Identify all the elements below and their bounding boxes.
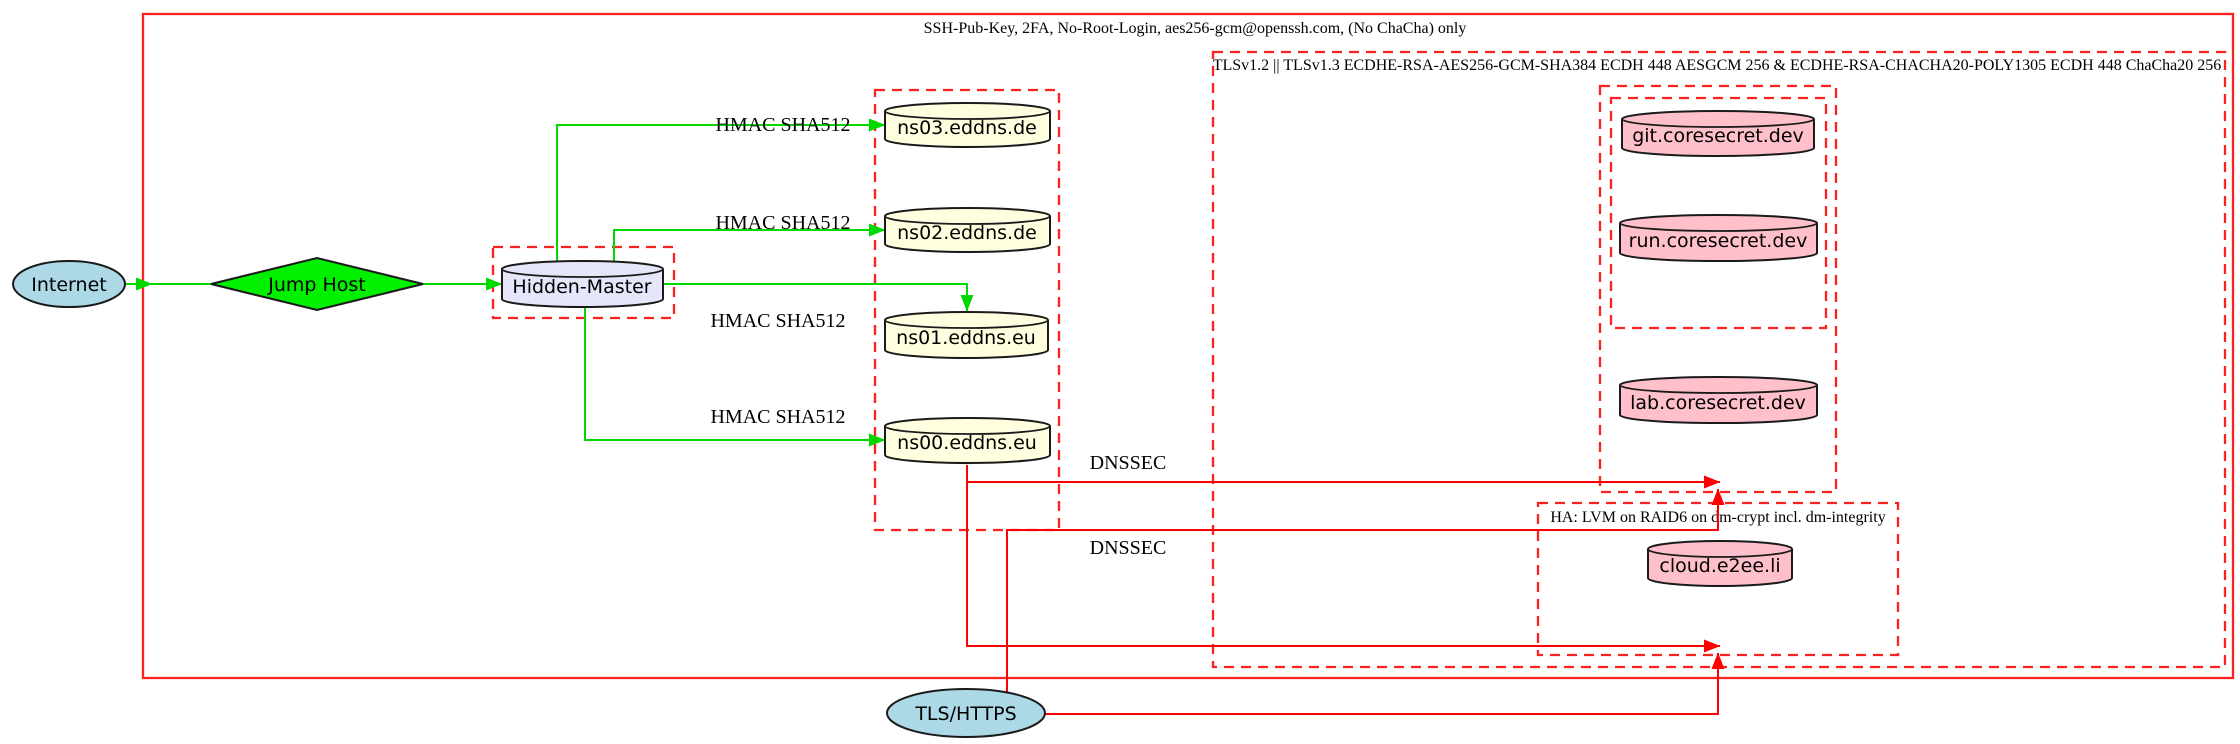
cylinder-body [884,311,1049,359]
ns03-node: ns03.eddns.de [884,102,1051,148]
edge-hiddenmaster-ns01 [663,283,974,312]
ns00-node: ns00.eddns.eu [884,417,1051,464]
edge-label-dnssec-1: DNSSEC [1090,452,1167,474]
cylinder-top-arc [884,319,1049,329]
cylinder-top-arc [884,110,1051,120]
lab-label: lab.coresecret.dev [1630,392,1806,414]
cylinder-top-arc [884,215,1051,225]
cylinder-top-arc [884,425,1051,435]
cylinder-body [1647,540,1793,587]
edge-hiddenmaster-ns02 [613,223,886,262]
lab-node: lab.coresecret.dev [1619,376,1818,424]
run-label: run.coresecret.dev [1629,230,1808,252]
cloud-label: cloud.e2ee.li [1659,555,1780,577]
cluster-tls-label: TLSv1.2 || TLSv1.3 ECDHE-RSA-AES256-GCM-… [1213,57,2222,74]
jump-host-diamond [210,256,424,312]
ns01-label: ns01.eddns.eu [896,327,1036,349]
cylinder-body [1621,110,1815,157]
cloud-node: cloud.e2ee.li [1647,540,1793,587]
ns02-label: ns02.eddns.de [897,222,1037,244]
internet-node: Internet [12,260,126,308]
edge-dnssec-coresecret [966,465,1721,489]
edge-label-hmac-ns03: HMAC SHA512 [715,114,850,136]
edge-label-dnssec-2: DNSSEC [1090,537,1167,559]
git-node: git.coresecret.dev [1621,110,1815,157]
edge-tls-coresecret [1006,488,1725,693]
internet-label: Internet [31,274,106,296]
edge-label-hmac-ns02: HMAC SHA512 [715,212,850,234]
ns02-node: ns02.eddns.de [884,207,1051,253]
cluster-coresecret-inner [1609,96,1828,330]
cylinder-body [1619,376,1818,424]
ns00-label: ns00.eddns.eu [897,432,1037,454]
jump-host-node: Jump Host [210,256,424,312]
run-node: run.coresecret.dev [1619,214,1818,262]
cylinder-body [1619,214,1818,262]
edge-dnssec-ha [966,482,1721,653]
edge-tls-ha [1044,652,1725,715]
tls-https-label: TLS/HTTPS [914,703,1016,725]
ns01-node: ns01.eddns.eu [884,311,1049,359]
hidden-master-label: Hidden-Master [512,276,651,298]
edge-label-hmac-ns01: HMAC SHA512 [710,310,845,332]
cluster-coresecret-outer [1598,84,1838,494]
cylinder-top-arc [1619,222,1818,232]
tls-https-ellipse [886,688,1046,738]
ns03-label: ns03.eddns.de [897,117,1037,139]
internet-ellipse [12,260,126,308]
cylinder-body [884,417,1051,464]
git-label: git.coresecret.dev [1632,125,1804,147]
edge-hiddenmaster-ns03 [556,118,886,262]
edge-label-hmac-ns00: HMAC SHA512 [710,406,845,428]
cylinder-top-arc [501,268,664,278]
cluster-ssh [141,12,2235,680]
cylinder-body [884,207,1051,253]
edge-hiddenmaster-ns00 [584,307,886,447]
jump-host-label: Jump Host [267,274,366,296]
cylinder-top-arc [1647,548,1793,558]
cylinder-body [501,260,664,308]
cylinder-top-arc [1619,384,1818,394]
cluster-ssh-label: SSH-Pub-Key, 2FA, No-Root-Login, aes256-… [924,20,1467,37]
cylinder-body [884,102,1051,148]
hidden-master-node: Hidden-Master [501,260,664,308]
cylinder-top-arc [1621,118,1815,128]
tls-https-node: TLS/HTTPS [886,688,1046,738]
